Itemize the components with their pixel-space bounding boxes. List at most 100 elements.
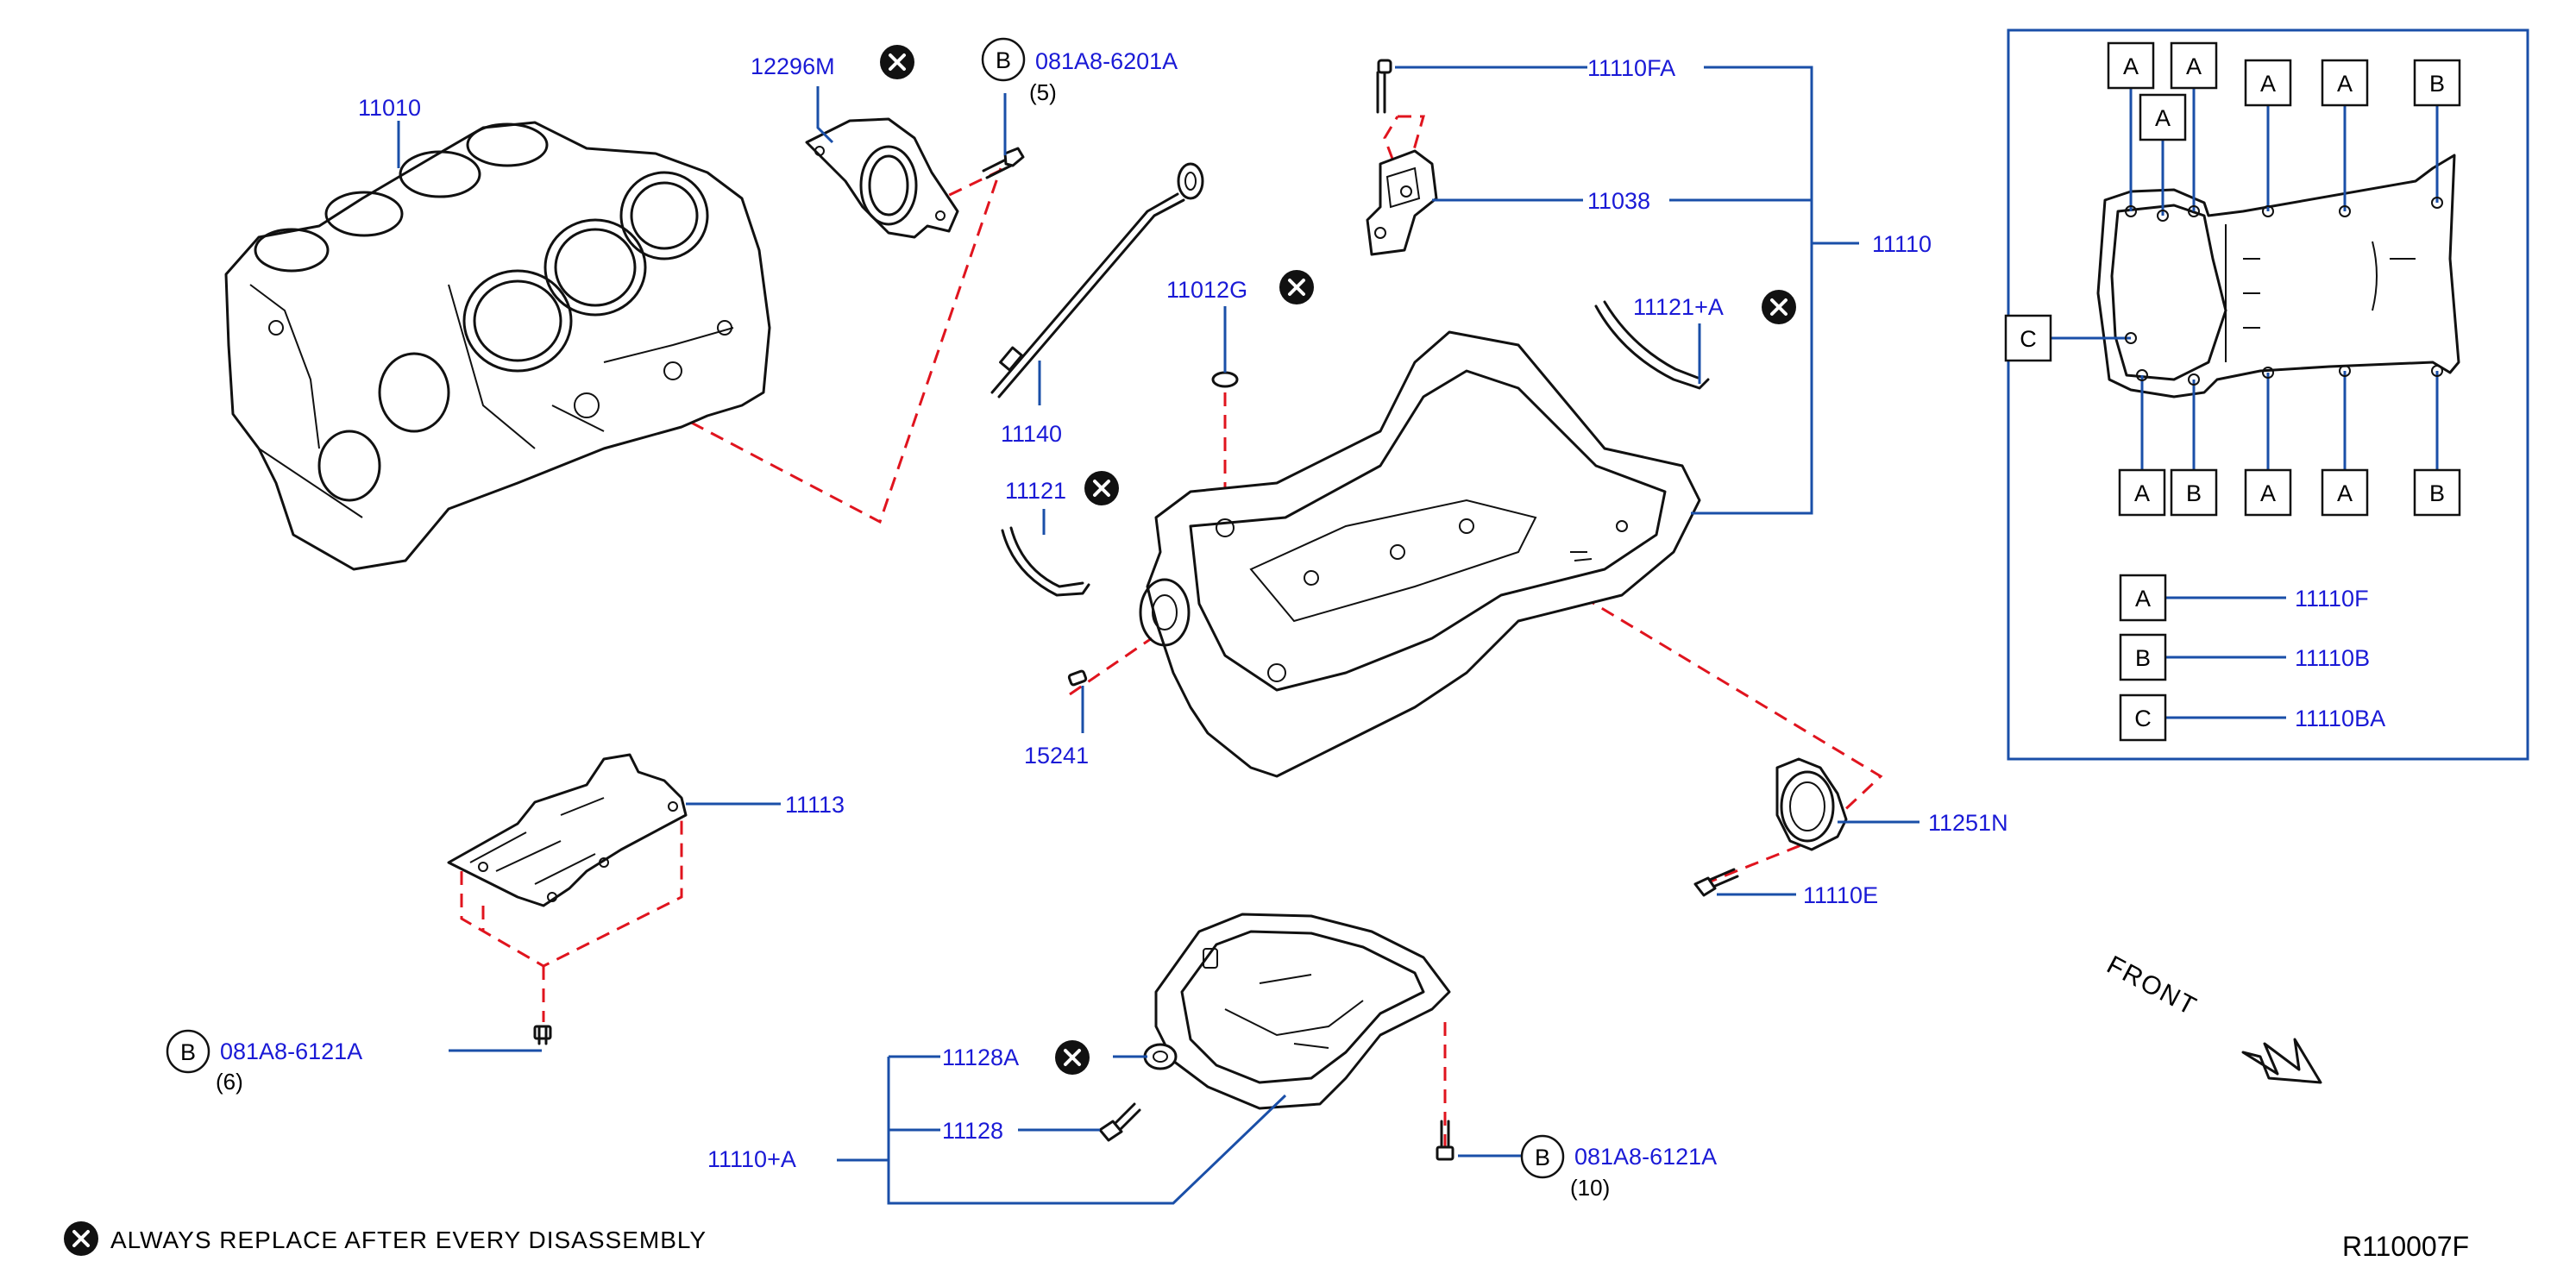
inset-box-a: A bbox=[2321, 468, 2369, 517]
inset-leader-lines bbox=[2051, 85, 2439, 719]
callout-11140[interactable]: 11140 bbox=[1001, 421, 1062, 447]
svg-text:B: B bbox=[2429, 480, 2445, 506]
front-indicator: FRONT bbox=[2102, 951, 2322, 1084]
svg-text:A: A bbox=[2337, 71, 2353, 97]
svg-text:C: C bbox=[2134, 706, 2152, 731]
inset-box-b: B bbox=[2413, 468, 2461, 517]
svg-text:A: A bbox=[2135, 586, 2151, 612]
svg-text:C: C bbox=[2020, 326, 2037, 352]
callout-11012g[interactable]: 11012G bbox=[1166, 277, 1247, 303]
bolt-6121a-left-part[interactable] bbox=[533, 1025, 552, 1045]
quantity-5: (5) bbox=[1029, 79, 1057, 105]
svg-text:A: A bbox=[2260, 480, 2276, 506]
bolt-6201a-part[interactable] bbox=[982, 147, 1025, 179]
replace-legend-text: ALWAYS REPLACE AFTER EVERY DISASSEMBLY bbox=[110, 1227, 707, 1253]
leader-lines bbox=[397, 66, 1919, 1205]
svg-text:B: B bbox=[2429, 71, 2445, 97]
svg-text:B: B bbox=[180, 1039, 196, 1065]
quantity-6: (6) bbox=[216, 1069, 243, 1095]
rear-seal-11251n-part[interactable] bbox=[1775, 757, 1848, 851]
callout-11121a[interactable]: 11121+A bbox=[1633, 294, 1724, 320]
cylinder-block-part[interactable] bbox=[224, 121, 771, 571]
svg-text:A: A bbox=[2134, 480, 2150, 506]
inset-legend-row: B 11110B bbox=[2119, 633, 2370, 681]
circle-b-marker: B bbox=[166, 1029, 210, 1074]
inset-box-a: A bbox=[2170, 41, 2218, 90]
inset-box-a: A bbox=[2107, 41, 2155, 90]
callout-11010[interactable]: 11010 bbox=[358, 95, 421, 121]
inset-legend-row: C 11110BA bbox=[2119, 693, 2385, 742]
diagram-reference-code: R110007F bbox=[2342, 1231, 2469, 1262]
x-circle-icon bbox=[1762, 290, 1796, 324]
inset-box-a: A bbox=[2118, 468, 2166, 517]
svg-text:A: A bbox=[2260, 71, 2276, 97]
callout-11121[interactable]: 11121 bbox=[1005, 478, 1066, 504]
x-circle-icon bbox=[1055, 1040, 1090, 1075]
callout-081a8-6121a-right[interactable]: 081A8-6121A bbox=[1574, 1144, 1717, 1170]
inset-box-b: B bbox=[2170, 468, 2218, 517]
legend-part-11110b[interactable]: 11110B bbox=[2295, 645, 2370, 671]
callout-11110[interactable]: 11110 bbox=[1872, 231, 1932, 257]
x-circle-icon bbox=[880, 45, 914, 79]
baffle-11121-part[interactable] bbox=[1001, 526, 1090, 597]
callout-11251n[interactable]: 11251N bbox=[1928, 810, 2008, 836]
callout-11110e[interactable]: 11110E bbox=[1803, 882, 1878, 908]
inset-box-a: A bbox=[2139, 93, 2187, 141]
svg-text:A: A bbox=[2186, 53, 2202, 79]
baffle-plate-11113-part[interactable] bbox=[447, 753, 688, 907]
inset-box-a: A bbox=[2244, 59, 2292, 107]
callout-11110a[interactable]: 11110+A bbox=[707, 1146, 796, 1172]
upper-oil-pan-part[interactable] bbox=[1139, 330, 1701, 778]
svg-text:B: B bbox=[2186, 480, 2202, 506]
circle-b-markers: B B B bbox=[166, 37, 1565, 1179]
arrow-down-right-icon bbox=[2241, 1038, 2322, 1084]
svg-text:A: A bbox=[2155, 105, 2171, 131]
inset-box-a: A bbox=[2244, 468, 2292, 517]
svg-text:A: A bbox=[2337, 480, 2353, 506]
callouts: 11010 12296M 081A8-6201A (5) 11140 11110… bbox=[216, 48, 2008, 1201]
callout-11128[interactable]: 11128 bbox=[942, 1118, 1003, 1144]
bolt-11110e-part[interactable] bbox=[1693, 868, 1739, 897]
replace-marks bbox=[64, 45, 1796, 1256]
baffle-11121a-part[interactable] bbox=[1594, 300, 1710, 390]
x-circle-icon bbox=[1279, 270, 1314, 304]
callout-081a8-6121a-left[interactable]: 081A8-6121A bbox=[220, 1038, 362, 1064]
callout-081a8-6201a[interactable]: 081A8-6201A bbox=[1035, 48, 1178, 74]
washer-11012g-part[interactable] bbox=[1211, 371, 1239, 388]
svg-text:A: A bbox=[2123, 53, 2139, 79]
washer-11128a-part[interactable] bbox=[1143, 1043, 1178, 1070]
circle-b-marker: B bbox=[1520, 1134, 1565, 1179]
legend-part-11110f[interactable]: 11110F bbox=[2295, 586, 2369, 612]
drain-plug-11128-part[interactable] bbox=[1098, 1102, 1141, 1142]
inset-box-b: B bbox=[2413, 59, 2461, 107]
inset-box-a: A bbox=[2321, 59, 2369, 107]
svg-text:B: B bbox=[2135, 645, 2151, 671]
x-circle-icon bbox=[1084, 471, 1119, 505]
callout-11038[interactable]: 11038 bbox=[1587, 188, 1650, 214]
legend-part-11110ba[interactable]: 11110BA bbox=[2295, 706, 2385, 731]
bracket-11038-part[interactable] bbox=[1366, 149, 1438, 256]
callout-12296m[interactable]: 12296M bbox=[751, 53, 835, 79]
pin-15241-part[interactable] bbox=[1067, 669, 1088, 687]
quantity-10: (10) bbox=[1570, 1175, 1610, 1201]
callout-11113[interactable]: 11113 bbox=[785, 792, 845, 818]
callout-11128a[interactable]: 11128A bbox=[942, 1045, 1019, 1070]
bolt-location-inset: A A A A A B C A B A A B A 11110F B 11110… bbox=[2004, 28, 2529, 761]
callout-11110fa[interactable]: 11110FA bbox=[1587, 55, 1675, 81]
circle-b-marker: B bbox=[981, 37, 1026, 82]
callout-15241[interactable]: 15241 bbox=[1024, 743, 1089, 769]
inset-bolt-dots bbox=[2125, 197, 2443, 386]
bolt-11110fa-part[interactable] bbox=[1376, 59, 1392, 114]
front-label: FRONT bbox=[2102, 951, 2202, 1021]
bolt-6121a-right-part[interactable] bbox=[1436, 1120, 1454, 1161]
inset-oil-pan-drawing bbox=[2096, 154, 2460, 398]
oil-seal-retainer-part[interactable] bbox=[805, 117, 959, 239]
oil-level-gauge-part[interactable] bbox=[990, 162, 1204, 398]
svg-text:B: B bbox=[1535, 1145, 1550, 1170]
lower-oil-pan-part[interactable] bbox=[1154, 913, 1451, 1110]
svg-text:B: B bbox=[996, 47, 1011, 73]
x-circle-icon bbox=[64, 1221, 98, 1256]
inset-legend-row: A 11110F bbox=[2119, 574, 2369, 622]
inset-box-c: C bbox=[2004, 314, 2052, 362]
